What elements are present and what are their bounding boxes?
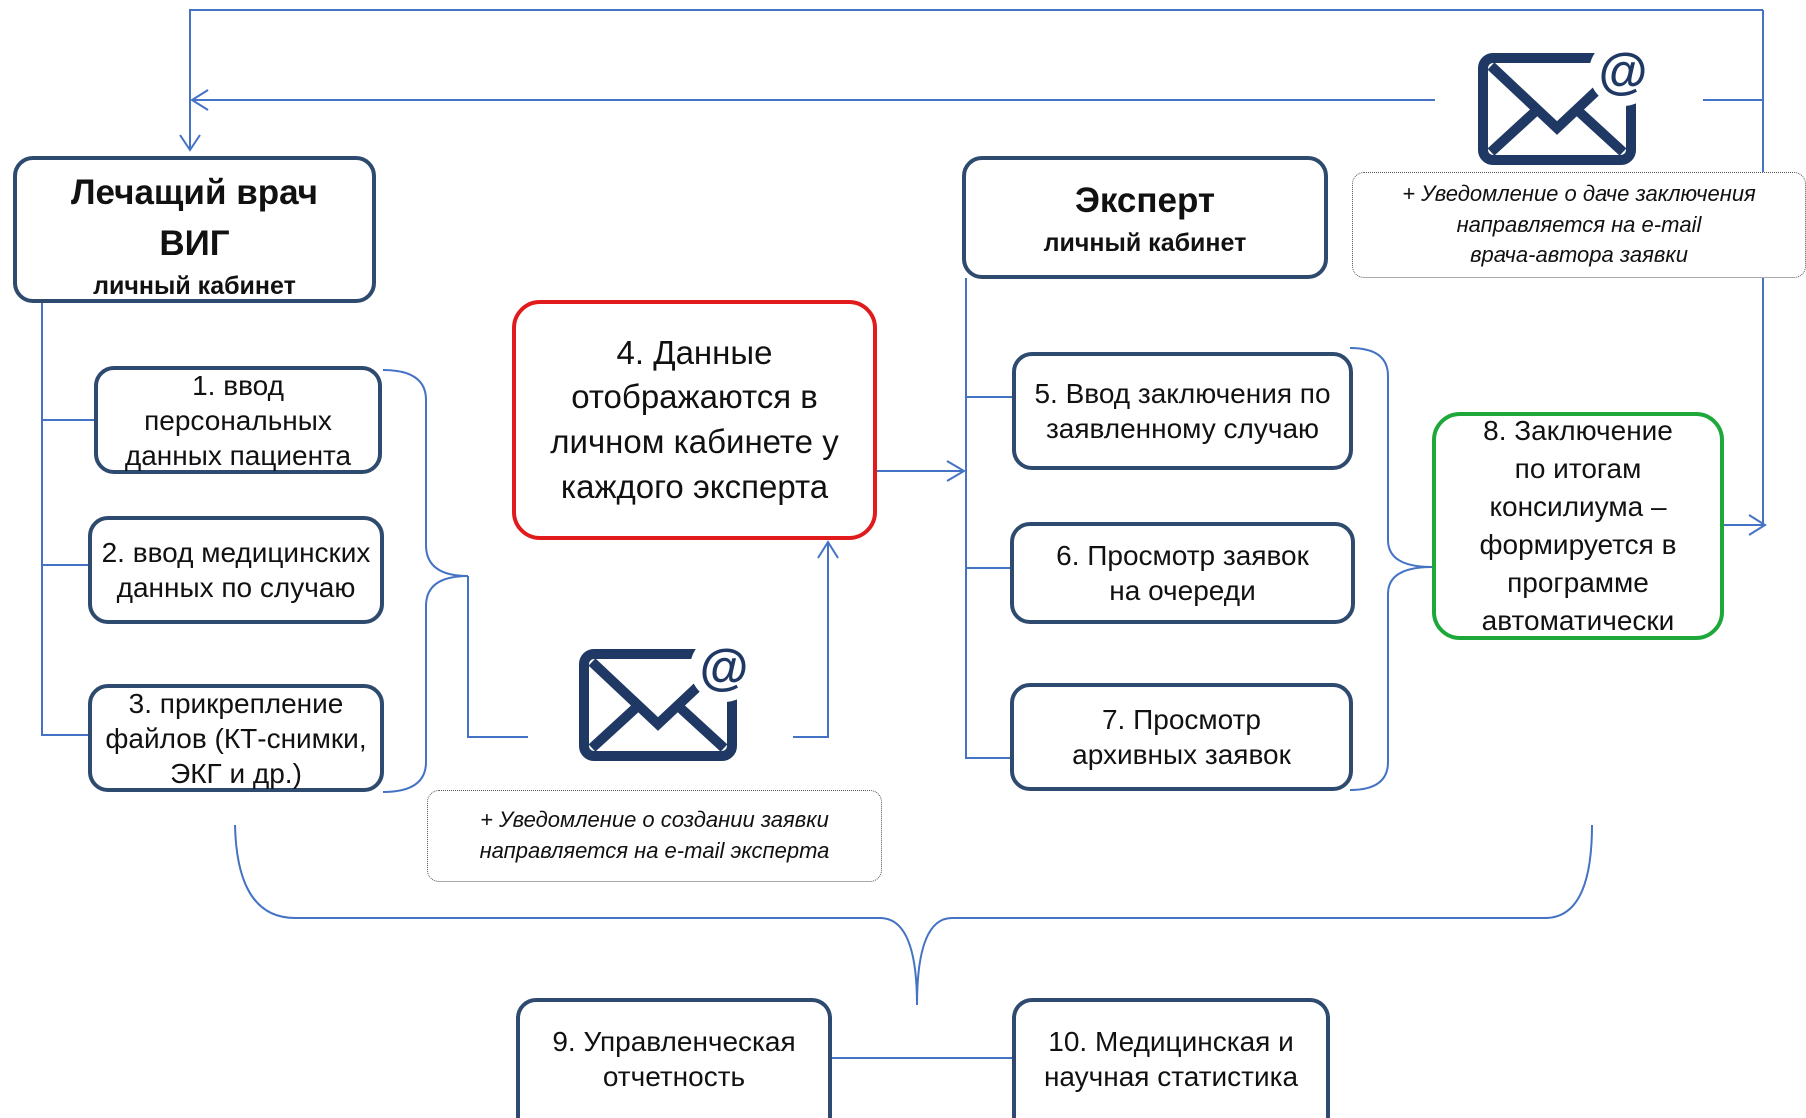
email-at-icon: @ bbox=[1478, 38, 1657, 165]
expert-notification-line1: + Уведомление о создании заявки bbox=[480, 807, 829, 833]
doctor-step-3: 3. прикрепление файлов (КТ-снимки, ЭКГ и… bbox=[88, 684, 384, 792]
expert-notification-note: + Уведомление о создании заявки направля… bbox=[427, 790, 882, 882]
medical-statistics-box: 10. Медицинская и научная статистика bbox=[1012, 998, 1330, 1118]
doctor-step-2-label: 2. ввод медицинских данных по случаю bbox=[101, 537, 371, 603]
expert-bracket bbox=[1349, 347, 1433, 791]
expert-step-5-label: 5. Ввод заключения по заявленному случаю bbox=[1034, 378, 1331, 444]
loop-arrowhead bbox=[179, 134, 201, 152]
conclusion-box: 8. Заключение по итогам консилиума – фор… bbox=[1432, 412, 1724, 640]
expert-notification-line2: направляется на e-mail эксперта bbox=[479, 838, 830, 863]
expert-cabinet-box: Эксперт личный кабинет bbox=[962, 156, 1328, 279]
return-arrowhead bbox=[190, 89, 209, 111]
email-at-icon: @ bbox=[579, 634, 758, 761]
doctor-title-line1: Лечащий врач bbox=[70, 173, 319, 212]
to-loop-arrowhead bbox=[1748, 514, 1767, 536]
center-to-expert-arrowhead bbox=[946, 460, 966, 482]
expert-title: Эксперт bbox=[1074, 180, 1216, 220]
doctor-subtitle: личный кабинет bbox=[93, 271, 296, 300]
data-display-label: 4. Данные отображаются в личном кабинете… bbox=[550, 333, 839, 505]
expert-subtitle: личный кабинет bbox=[1043, 228, 1247, 257]
doctor-step-1-label: 1. ввод персональных данных пациента bbox=[124, 369, 352, 471]
email-to-center-arrowhead bbox=[817, 540, 839, 559]
expert-bus bbox=[965, 278, 1010, 759]
management-reports-box: 9. Управленческая отчетность bbox=[516, 998, 832, 1118]
doctor-step-2: 2. ввод медицинских данных по случаю bbox=[88, 516, 384, 624]
loop-line bbox=[189, 9, 1763, 148]
doctor-notification-line1: + Уведомление о даче заключения bbox=[1402, 180, 1756, 206]
conclusion-label: 8. Заключение по итогам консилиума – фор… bbox=[1479, 414, 1677, 637]
svg-text:@: @ bbox=[700, 639, 749, 695]
doctor-bracket bbox=[382, 369, 469, 793]
expert-step-7-label: 7. Просмотр архивных заявок bbox=[1072, 704, 1291, 770]
doctor-bus bbox=[41, 300, 88, 736]
bottom-brace bbox=[234, 824, 1593, 1006]
svg-text:@: @ bbox=[1599, 43, 1648, 99]
to-email-line bbox=[467, 576, 528, 738]
email-to-center-line bbox=[793, 543, 829, 738]
expert-step-6: 6. Просмотр заявок на очереди bbox=[1010, 522, 1355, 624]
management-reports-label: 9. Управленческая отчетность bbox=[552, 1026, 796, 1092]
doctor-step-1: 1. ввод персональных данных пациента bbox=[94, 366, 382, 474]
doctor-cabinet-box: Лечащий врач ВИГ личный кабинет bbox=[13, 156, 376, 303]
expert-step-7: 7. Просмотр архивных заявок bbox=[1010, 683, 1353, 791]
expert-step-6-label: 6. Просмотр заявок на очереди bbox=[1056, 540, 1309, 606]
doctor-notification-line3: врача-автора заявки bbox=[1470, 242, 1688, 268]
doctor-title-line2: ВИГ bbox=[159, 223, 230, 263]
doctor-step-3-label: 3. прикрепление файлов (КТ-снимки, ЭКГ и… bbox=[105, 687, 367, 789]
doctor-notification-note: + Уведомление о даче заключения направля… bbox=[1352, 172, 1806, 278]
data-display-box: 4. Данные отображаются в личном кабинете… bbox=[512, 300, 877, 540]
expert-step-5: 5. Ввод заключения по заявленному случаю bbox=[1012, 352, 1353, 470]
doctor-notification-line2: направляется на e-mail bbox=[1456, 211, 1702, 237]
medical-statistics-label: 10. Медицинская и научная статистика bbox=[1043, 1026, 1299, 1092]
